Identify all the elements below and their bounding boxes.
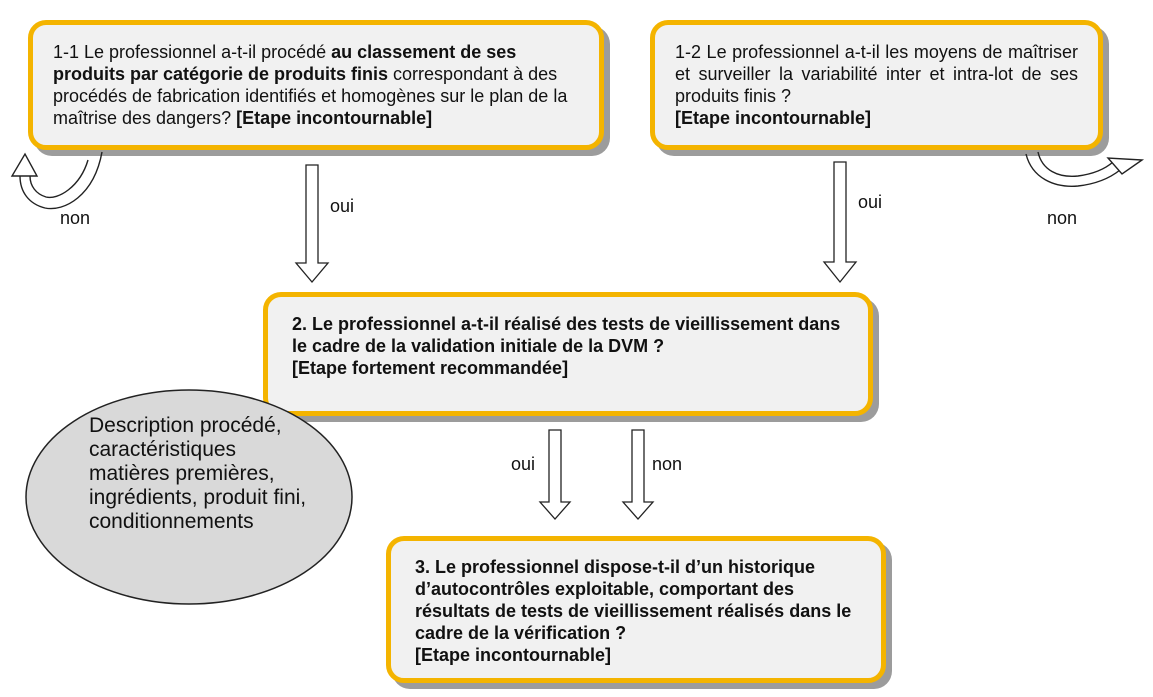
label-oui-2: oui xyxy=(511,454,536,474)
box-3-step: [Etape incontournable] xyxy=(415,645,612,665)
box-3: 3. Le professionnel dispose-t-il d’un hi… xyxy=(386,536,886,683)
label-oui-1-2: oui xyxy=(858,192,883,212)
label-non-left: non xyxy=(60,208,91,228)
info-ellipse-text: Description procédé, caractéristiques ma… xyxy=(89,414,307,533)
box-1-1-step: [Etape incontournable] xyxy=(236,108,433,128)
arrow-down-non-2 xyxy=(621,429,655,520)
loop-arrow-right xyxy=(1025,151,1145,187)
box-2-question: 2. Le professionnel a-t-il réalisé des t… xyxy=(292,314,841,356)
box-1-2: 1-2 Le professionnel a-t-il les moyens d… xyxy=(650,20,1103,150)
loop-arrow-left xyxy=(10,151,103,210)
box-1-1-suffix: correspondant à des procédés de fabricat… xyxy=(53,64,568,128)
label-non-right: non xyxy=(1047,208,1078,228)
box-1-1-prefix: 1-1 Le professionnel a-t-il procédé xyxy=(53,42,332,62)
box-2-step: [Etape fortement recommandée] xyxy=(292,358,569,378)
arrow-down-oui-2 xyxy=(538,429,572,520)
box-1-1-bold-part: au classement de ses produits par catégo… xyxy=(53,42,517,84)
box-1-1: 1-1 Le professionnel a-t-il procédé au c… xyxy=(28,20,604,150)
arrow-down-oui-1-1 xyxy=(294,164,330,284)
box-1-2-text: 1-2 Le professionnel a-t-il les moyens d… xyxy=(675,42,1078,106)
info-ellipse-shape xyxy=(25,389,353,605)
box-1-1-text: 1-1 Le professionnel a-t-il procédé au c… xyxy=(53,41,579,129)
label-non-2: non xyxy=(652,454,683,474)
box-3-question: 3. Le professionnel dispose-t-il d’un hi… xyxy=(415,557,852,643)
arrow-down-oui-1-2 xyxy=(822,161,858,284)
box-1-2-step: [Etape incontournable] xyxy=(675,108,872,128)
box-2: 2. Le professionnel a-t-il réalisé des t… xyxy=(263,292,873,416)
label-oui-1-1: oui xyxy=(330,196,355,216)
